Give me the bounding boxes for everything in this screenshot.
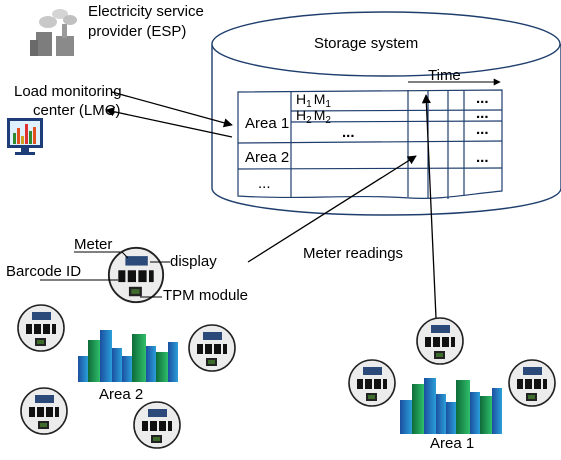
- esp-label-line1: Electricity service: [88, 3, 204, 20]
- area1-buildings-icon: [400, 378, 502, 434]
- arrow-lmc-to-storage: [111, 91, 233, 128]
- meter-readings-label: Meter readings: [303, 245, 403, 262]
- area1-label: Area 1: [430, 435, 474, 452]
- storage-cylinder: [211, 11, 561, 216]
- arrow-storage-to-lmc: [105, 107, 233, 138]
- dots-row1: ...: [476, 90, 489, 107]
- area2-buildings-icon: [78, 330, 178, 382]
- legend-display: display: [170, 253, 217, 270]
- esp-label-line2: provider (ESP): [88, 23, 186, 40]
- table-area2: Area 2: [245, 149, 289, 166]
- area1-meters: [348, 317, 556, 407]
- monitor-chart-icon: [7, 118, 43, 155]
- legend-meter-symbol: [107, 246, 165, 304]
- dots-row3: ...: [476, 121, 489, 138]
- area2-label: Area 2: [99, 386, 143, 403]
- arrow-area1-reading: [421, 94, 437, 319]
- legend-tpm: TPM module: [163, 287, 248, 304]
- legend-meter: Meter: [74, 236, 112, 253]
- storage-title: Storage system: [314, 35, 418, 52]
- lmc-label-line1: Load monitoring: [14, 83, 122, 100]
- lmc-label-line2: center (LMC): [33, 102, 121, 119]
- dots-row4: ...: [476, 149, 489, 166]
- table-area1: Area 1: [245, 115, 289, 132]
- arrow-area2-reading: [247, 155, 417, 263]
- legend-barcode: Barcode ID: [6, 263, 81, 280]
- dots-row2: ...: [476, 105, 489, 122]
- cell-ellipsis: ...: [342, 124, 355, 141]
- time-label: Time: [428, 67, 461, 84]
- storage-table: [237, 89, 503, 199]
- table-row-ellipsis: ...: [258, 175, 271, 192]
- power-plant-icon: [30, 9, 77, 56]
